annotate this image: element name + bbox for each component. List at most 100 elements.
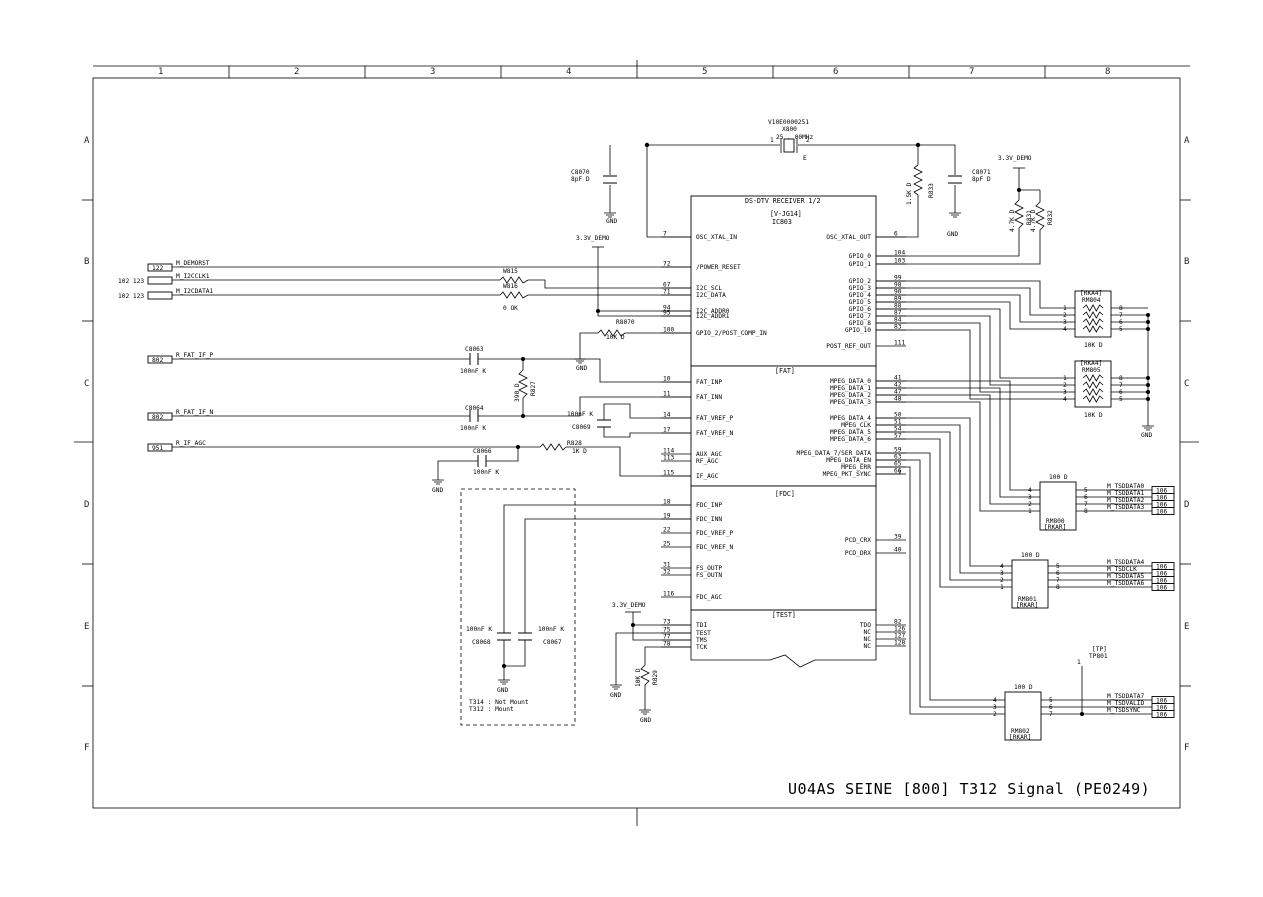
ic-test-left-pin-num: 75 — [663, 627, 671, 634]
ic-main-left-pin-name: I2C_DATA — [696, 292, 726, 299]
ic-fat-left-pin-name: RF_AGC — [696, 458, 719, 465]
ic-test-left-pin-num: 78 — [663, 641, 671, 648]
ic-fat-left-pin-name: FAT_INN — [696, 394, 722, 401]
c8064-val: 100nF K — [460, 425, 486, 432]
zone-row-d-right: D — [1184, 500, 1189, 510]
output-connector — [1151, 583, 1175, 591]
zone-row-a: A — [84, 136, 90, 146]
zone-col-3: 3 — [430, 67, 435, 77]
ic-fdc-left-pin-name: FDC_VREF_P — [696, 530, 734, 537]
rm800-ref: RM800 — [1046, 518, 1065, 525]
r8070-val: 10K D — [606, 334, 625, 341]
tp801-part: [TP] — [1092, 646, 1107, 653]
rm801-ref: RM801 — [1018, 596, 1037, 603]
rm801-pin-right: 8 — [1056, 584, 1060, 591]
ic-main-left-pin-name: /POWER_RESET — [696, 264, 741, 271]
ic-main-right-pin-num: 98 — [894, 282, 902, 289]
output-page-ref: 106 — [1156, 488, 1167, 495]
ic-fat-right-pin-name: MPEG_DATA_1 — [830, 385, 871, 392]
rm805-pin-right: 7 — [1119, 382, 1123, 389]
ic-main-right-pin-num: 90 — [894, 289, 902, 296]
output-page-ref: 106 — [1156, 502, 1167, 509]
rm802-pin-left: 4 — [993, 697, 997, 704]
ic-fat-right-pin-name: MPEG_PKT_SYNC — [823, 471, 872, 478]
output-net-label: M_TSDDATA7 — [1107, 693, 1145, 700]
rm800-val: 100 D — [1049, 474, 1068, 481]
ic-main-left-pin-name: GPIO_2/POST_COMP_IN — [696, 330, 767, 337]
output-connector — [1151, 507, 1175, 515]
ic-fdc-left-pin-name: FDC_AGC — [696, 594, 722, 601]
ic-fdc-left-pin-num: 116 — [663, 591, 674, 598]
rm804-element — [1082, 304, 1104, 312]
ic-fat-right-pin-num: 41 — [894, 375, 902, 382]
ic-test-left-pin-name: TDI — [696, 622, 707, 629]
r828-ref: R828 — [567, 440, 582, 447]
ic-fat-right-pin-num: 63 — [894, 454, 902, 461]
ic-main-left-pin-name: OSC_XTAL_IN — [696, 234, 737, 241]
zone-col-7: 7 — [969, 67, 974, 77]
ic-test-right-pin-name: NC — [864, 636, 872, 643]
ic-fat-left-pin-name: FAT_VREF_P — [696, 415, 734, 422]
output-net-label: M_TSDDATA6 — [1107, 580, 1145, 587]
ic-fat-right-pin-name: MPEG_CLK — [841, 422, 871, 429]
conn-i2cdata-page: 102 123 — [118, 293, 144, 300]
ic-main-right-pin-num: 104 — [894, 250, 905, 257]
zone-row-c: C — [84, 379, 89, 389]
ic-main-left-pin-num: 71 — [663, 289, 671, 296]
ic-fat-right-pin-num: 54 — [894, 426, 902, 433]
c8069-val: 100nF K — [567, 411, 593, 418]
ic803-test-header: [TEST] — [772, 611, 796, 619]
rm804-pin-left: 4 — [1063, 326, 1067, 333]
output-connectors: M_TSDDATA0106M_TSDDATA1106M_TSDDATA2106M… — [1107, 483, 1175, 719]
ic-main-right-pin-name: GPIO_1 — [849, 261, 872, 268]
ic-fat-left-pin-name: FAT_VREF_N — [696, 430, 734, 437]
rm801-pin-right: 5 — [1056, 563, 1060, 570]
c8063-ref: C8063 — [465, 346, 484, 353]
output-net-label: M_TSDDATA3 — [1107, 504, 1145, 511]
ic-main-right-pin-name: GPIO_6 — [849, 306, 872, 313]
conn-demorst-page: 122 — [152, 265, 163, 272]
zone-row-b-right: B — [1184, 257, 1189, 267]
ic-fat-right-pin-num: 48 — [894, 396, 902, 403]
tp801-ref: TP801 — [1089, 653, 1108, 660]
ic-fat-right-pin-name: MPEG_DATA_EN — [826, 457, 871, 464]
arrays-gnd: GND — [1141, 432, 1152, 439]
rm804-pin-left: 2 — [1063, 312, 1067, 319]
ic-fat-right-pin-name: MPEG_DATA_4 — [830, 415, 871, 422]
rm804-pin-right: 7 — [1119, 312, 1123, 319]
zone-row-f-right: F — [1184, 743, 1189, 753]
ic-fat-right-pin-name: MPEG_DATA_7/SER_DATA — [796, 450, 871, 457]
ic-fat-left-pin-name: FAT_INP — [696, 379, 722, 386]
pullup-3v3: 3.3V_DEMO — [998, 155, 1032, 162]
ic-test-left-pin-num: 73 — [663, 619, 671, 626]
output-page-ref: 106 — [1156, 578, 1167, 585]
rm802-pin-left: 3 — [993, 704, 997, 711]
rm805-val: 10K D — [1084, 412, 1103, 419]
ic-fat-right-pin-name: MPEG_DATA_6 — [830, 436, 871, 443]
addr-3v3: 3.3V_DEMO — [576, 235, 610, 242]
ic803-part: [V-JG14] — [770, 210, 802, 218]
zone-col-4: 4 — [566, 67, 571, 77]
c8070-gnd: GND — [606, 218, 617, 225]
ic-fat-right-pin-name: MPEG_DATA_3 — [830, 399, 871, 406]
output-page-ref: 106 — [1156, 564, 1167, 571]
rm800-pin-left: 4 — [1028, 487, 1032, 494]
output-page-ref: 106 — [1156, 495, 1167, 502]
rm801-pin-left: 1 — [1000, 584, 1004, 591]
ic-main-right-pin-name: GPIO_0 — [849, 253, 872, 260]
output-net-label: M_TSDDATA2 — [1107, 497, 1145, 504]
rm801-val: 100 D — [1021, 552, 1040, 559]
zone-col-5: 5 — [702, 67, 707, 77]
rm800-pin-right: 5 — [1084, 487, 1088, 494]
ic-main-left-pin-num: 94 — [663, 305, 671, 312]
sheet-title: U04AS SEINE [800] T312 Signal (PE0249) — [788, 780, 1150, 798]
c8070-ref: C8070 — [571, 169, 590, 176]
r829-val: 10K D — [635, 668, 642, 687]
rm805-ref: RM805 — [1082, 367, 1101, 374]
ic803-title: DS-DTV RECEIVER 1/2 — [745, 197, 820, 205]
ic-main-right-pin-num: 103 — [894, 258, 905, 265]
rm802-val: 100 D — [1014, 684, 1033, 691]
test-3v3: 3.3V_DEMO — [612, 602, 646, 609]
